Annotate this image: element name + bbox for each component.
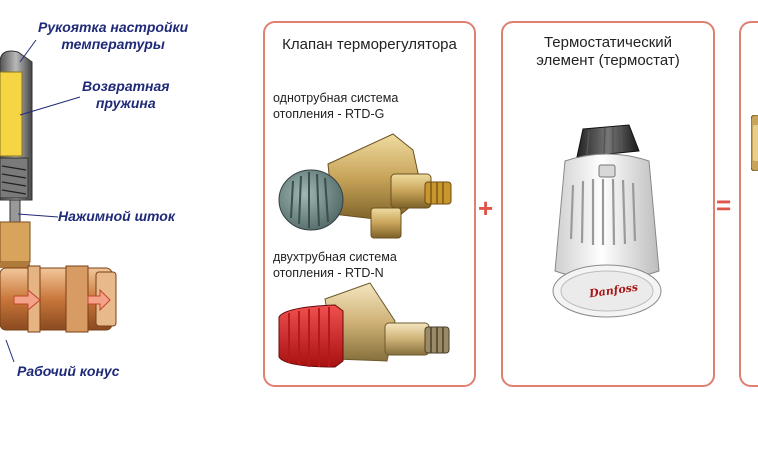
handle-callout: Рукоятка настройки температуры [38, 19, 188, 53]
single-pipe-label-line1: однотрубная система [273, 91, 399, 105]
spring-callout-line2: пружина [95, 95, 156, 111]
stem-callout: Нажимной шток [58, 208, 175, 224]
equals-operator: = [716, 190, 732, 220]
thermostat-head-image [552, 124, 662, 318]
spring-callout-line1: Возвратная [82, 78, 170, 94]
spring-callout: Возвратная пружина [82, 78, 170, 112]
handle-callout-line1: Рукоятка настройки [38, 19, 189, 35]
rtd-g-valve-image [278, 133, 452, 239]
rtd-n-valve-image [278, 282, 450, 368]
plus-operator: + [478, 193, 494, 223]
thermostat-panel: Термостатический элемент (термостат) [501, 21, 715, 387]
thermostat-title-line1: Термостатический [543, 34, 673, 51]
cone-callout: Рабочий конус [17, 363, 120, 379]
thermostat-panel-title: Термостатический элемент (термостат) [503, 34, 713, 70]
double-pipe-label: двухтрубная система отопления - RTD-N [273, 249, 397, 281]
thermostat-title-line2: элемент (термостат) [536, 52, 680, 69]
result-valve-image-fragment [751, 115, 758, 171]
single-pipe-label: однотрубная система отопления - RTD-G [273, 90, 398, 122]
double-pipe-label-line2: отопления - RTD-N [273, 266, 384, 280]
handle-callout-line2: температуры [61, 36, 165, 52]
single-pipe-label-line2: отопления - RTD-G [273, 107, 385, 121]
valve-cross-section-illustration [0, 39, 117, 363]
double-pipe-label-line1: двухтрубная система [273, 250, 397, 264]
result-panel [739, 21, 758, 387]
valve-panel-title: Клапан терморегулятора [282, 36, 457, 53]
valve-panel: Клапан терморегулятора однотрубная систе… [263, 21, 476, 387]
